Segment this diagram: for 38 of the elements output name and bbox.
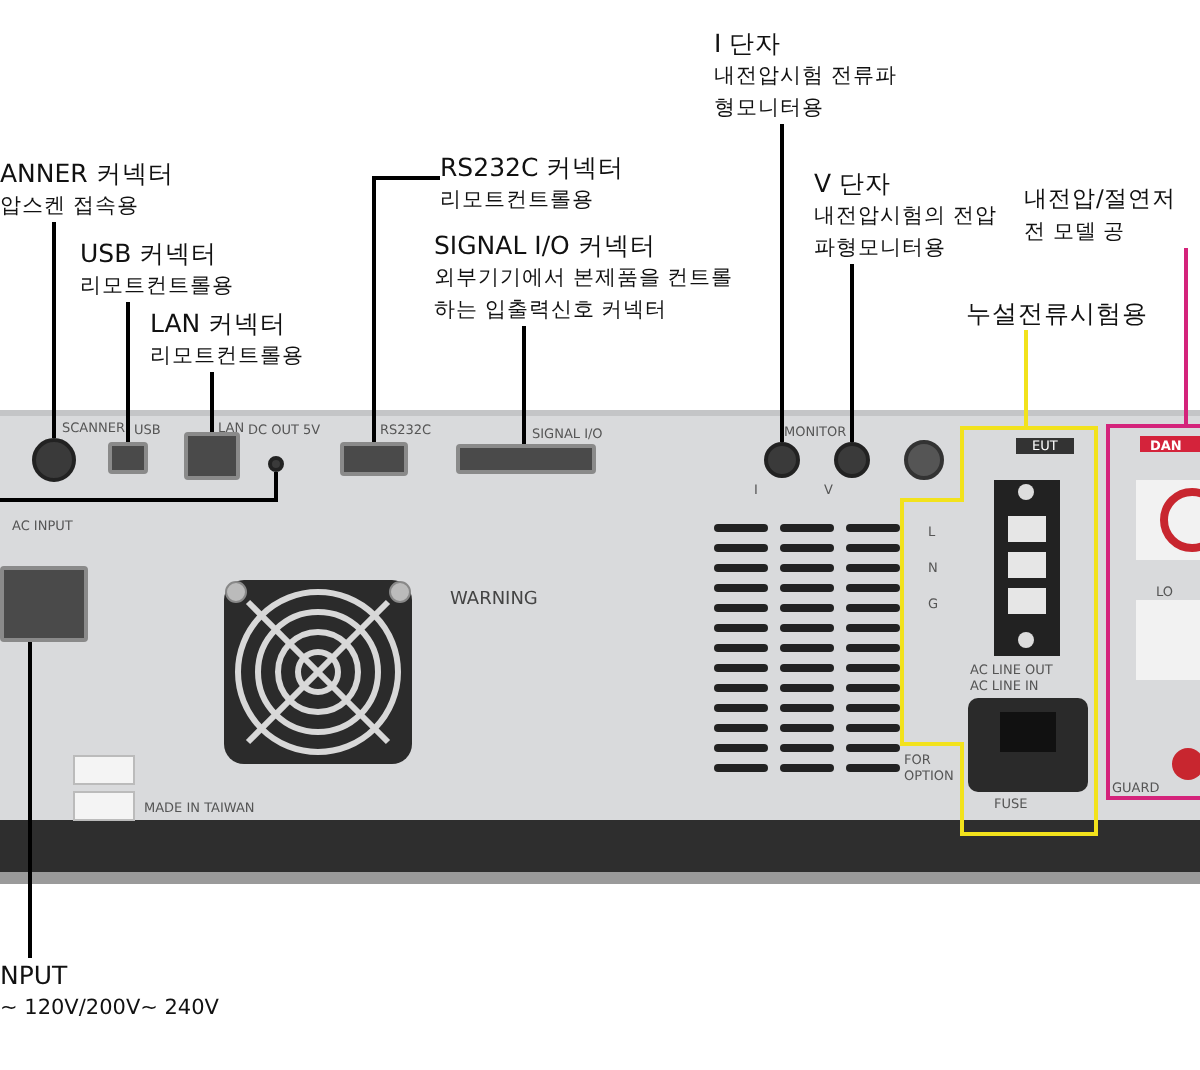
callout-title: LAN 커넥터	[150, 306, 289, 340]
warning-text: WARNING	[450, 592, 538, 608]
callout-title: RS232C 커넥터	[440, 150, 627, 184]
callout-note: 내전압시험의 전압파형모니터용	[814, 202, 999, 264]
leader-line	[850, 264, 854, 442]
callout-note: 리모트컨트롤용	[440, 186, 596, 216]
power-inlet	[0, 566, 88, 642]
leader-line	[126, 302, 130, 442]
callout-note: 내전압시험 전류파형모니터용	[714, 62, 899, 124]
leader-line	[1184, 248, 1188, 424]
callout-note: 리모트컨트롤용	[150, 342, 306, 372]
leader-line	[372, 176, 440, 442]
connector-port	[108, 442, 148, 474]
callout-title: NPUT	[0, 958, 70, 992]
highlight-frame	[1106, 424, 1200, 800]
callout-note: 압스켄 접속용	[0, 192, 141, 222]
callout-title: 누설전류시험용	[966, 296, 1150, 330]
callout-note: ~ 120V/200V~ 240V	[0, 994, 221, 1024]
callout-title: V 단자	[814, 166, 894, 200]
callout-note: 외부기기에서 본제품을 컨트롤 하는 입출력신호 커넥터	[434, 264, 736, 326]
leader-line	[0, 472, 278, 502]
connector-port	[184, 432, 240, 480]
leader-line	[28, 642, 32, 958]
leader-line	[780, 124, 784, 442]
callout-title: 내전압/절연저	[1024, 182, 1178, 216]
leader-line	[210, 372, 214, 432]
callout-note: 리모트컨트롤용	[80, 272, 236, 302]
connector-port	[456, 444, 596, 474]
connector-port	[340, 442, 408, 476]
callout-title: I 단자	[714, 26, 784, 60]
leader-line	[1024, 330, 1028, 426]
callout-note: 전 모델 공	[1024, 218, 1128, 248]
leader-line	[52, 222, 56, 438]
callout-title: USB 커넥터	[80, 236, 220, 270]
callout-title: SIGNAL I/O 커넥터	[434, 228, 658, 262]
callout-title: ANNER 커넥터	[0, 156, 176, 190]
highlight-frame	[900, 426, 1098, 836]
leader-line	[522, 326, 526, 444]
